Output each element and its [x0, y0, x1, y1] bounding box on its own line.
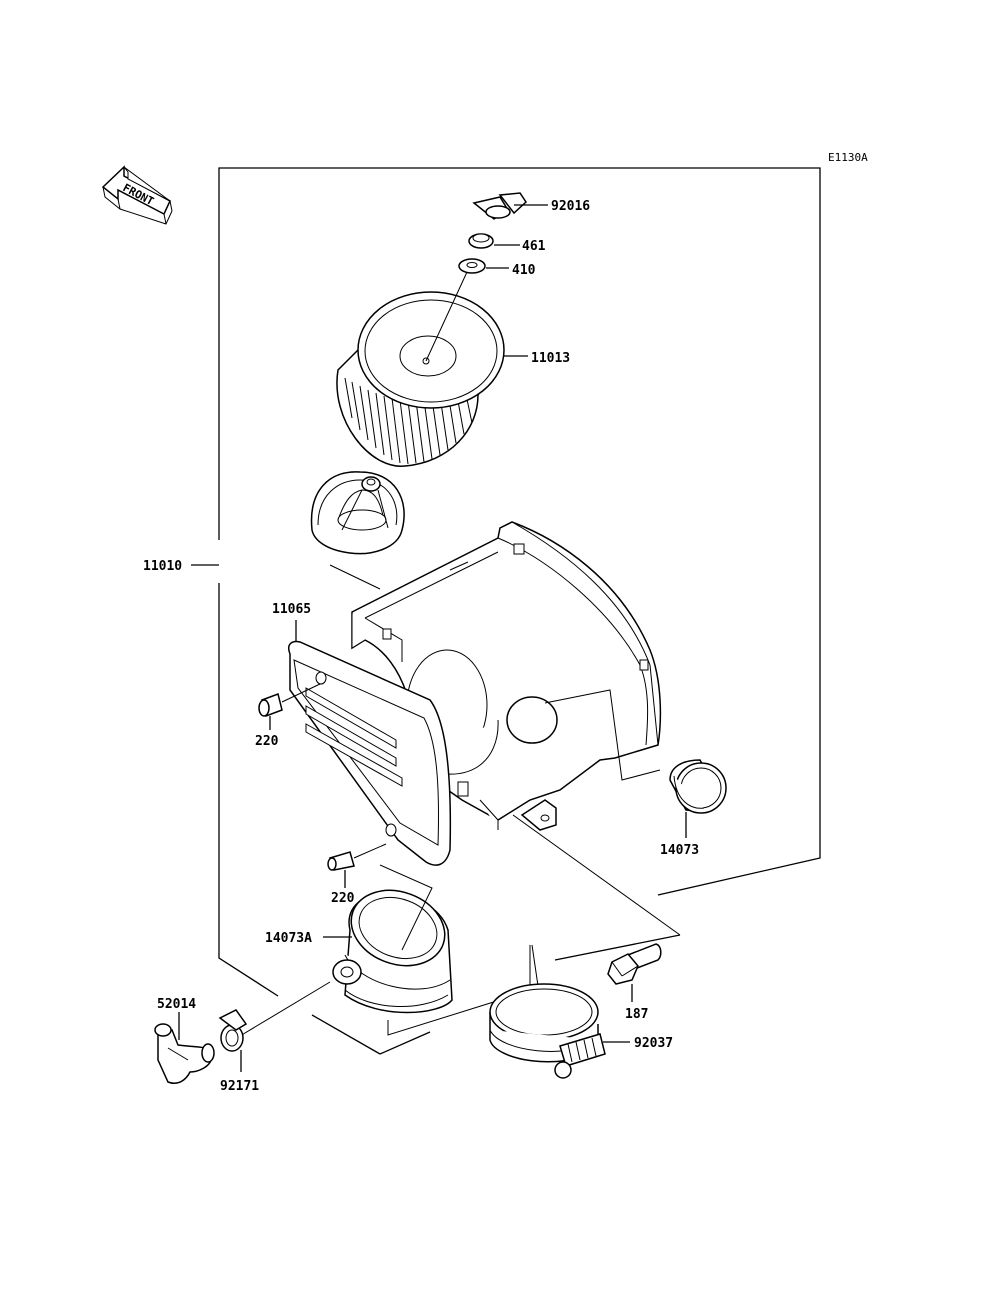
band-clamp-part: 92037 [489, 983, 673, 1079]
label-92171: 92171 [220, 1079, 259, 1094]
label-11010: 11010 [143, 559, 182, 574]
label-92016: 92016 [551, 199, 590, 214]
rear-duct-part: 14073 [544, 689, 727, 858]
filter-element-part: 11013 [336, 271, 570, 467]
label-11013: 11013 [531, 351, 570, 366]
element-holder-part [310, 471, 405, 555]
label-220-lower: 220 [331, 891, 355, 906]
front-arrow-icon: FRONT [101, 165, 173, 225]
washer-461-part: 461 [468, 233, 546, 254]
label-410: 410 [512, 263, 536, 278]
leader-lines-lower [239, 814, 681, 1037]
label-14073: 14073 [660, 843, 699, 858]
label-92037: 92037 [634, 1036, 673, 1051]
label-220-upper: 220 [255, 734, 279, 749]
front-duct-part: 14073A [265, 864, 453, 1014]
screw-lower-part: 220 [327, 843, 387, 906]
assembly-outline [191, 167, 821, 1055]
label-461: 461 [522, 239, 546, 254]
label-52014: 52014 [157, 997, 196, 1012]
label-14073A: 14073A [265, 931, 312, 946]
washer-410-part: 410 [458, 258, 536, 278]
label-11065: 11065 [272, 602, 311, 617]
label-187: 187 [625, 1007, 648, 1022]
diagram-code: E1130A [828, 151, 868, 164]
wing-nut-part: 92016 [472, 192, 590, 220]
hose-clamp-part: 92171 [218, 1009, 259, 1094]
cover-part: 11065 [272, 602, 452, 866]
bolt-part: 187 [607, 943, 662, 1022]
drain-plug-part: 52014 [154, 997, 215, 1084]
screw-upper-part: 220 [255, 683, 321, 749]
